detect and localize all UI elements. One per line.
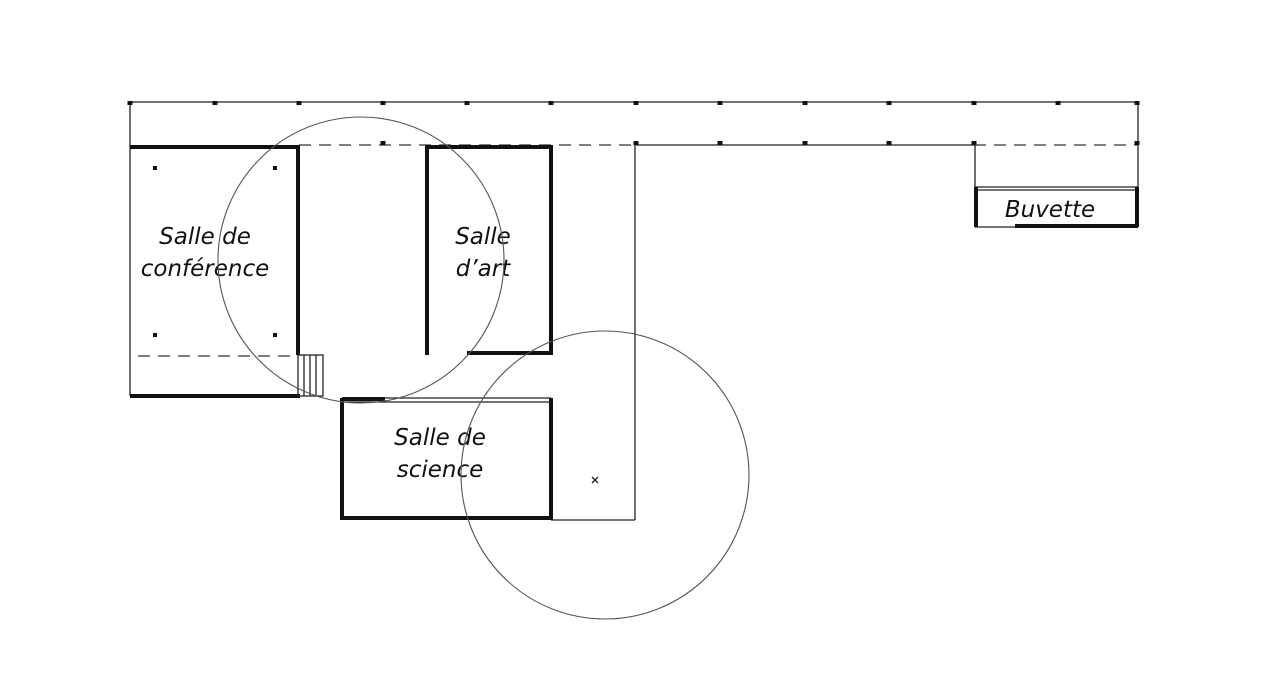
column-post	[633, 101, 639, 105]
column-post	[1134, 141, 1140, 145]
science-room-label-line1: Salle de	[394, 425, 486, 451]
buvette-label: Buvette	[1005, 197, 1095, 223]
column-post	[380, 141, 386, 145]
column-post	[802, 101, 808, 105]
column-post	[971, 101, 977, 105]
science-room-label-line2: science	[397, 457, 484, 483]
conference-room-label-line2: conférence	[141, 256, 270, 282]
column-post	[886, 141, 892, 145]
column-post	[1134, 101, 1140, 105]
art-room: Salle d’art	[425, 145, 553, 355]
column-post	[127, 101, 133, 105]
column-post	[802, 141, 808, 145]
center-mark	[591, 476, 599, 484]
column-post	[717, 141, 723, 145]
column-post	[212, 101, 218, 105]
columns	[127, 101, 1140, 145]
column-post	[1055, 101, 1061, 105]
column-post	[886, 101, 892, 105]
range-circle-2	[460, 330, 750, 620]
column-post	[548, 101, 554, 105]
column-post	[380, 101, 386, 105]
art-room-label-line2: d’art	[456, 256, 511, 282]
column-post	[296, 101, 302, 105]
science-room: Salle de science	[340, 397, 553, 520]
conference-room: Salle de conférence	[130, 145, 324, 398]
column-post	[464, 101, 470, 105]
range-circle-1	[217, 116, 505, 404]
buvette: Buvette	[974, 145, 1139, 228]
conference-room-label-line1: Salle de	[159, 224, 251, 250]
column-post	[717, 101, 723, 105]
walkway	[129, 101, 1139, 521]
column-post	[633, 141, 639, 145]
column-post	[971, 141, 977, 145]
art-room-label-line1: Salle	[455, 224, 511, 250]
